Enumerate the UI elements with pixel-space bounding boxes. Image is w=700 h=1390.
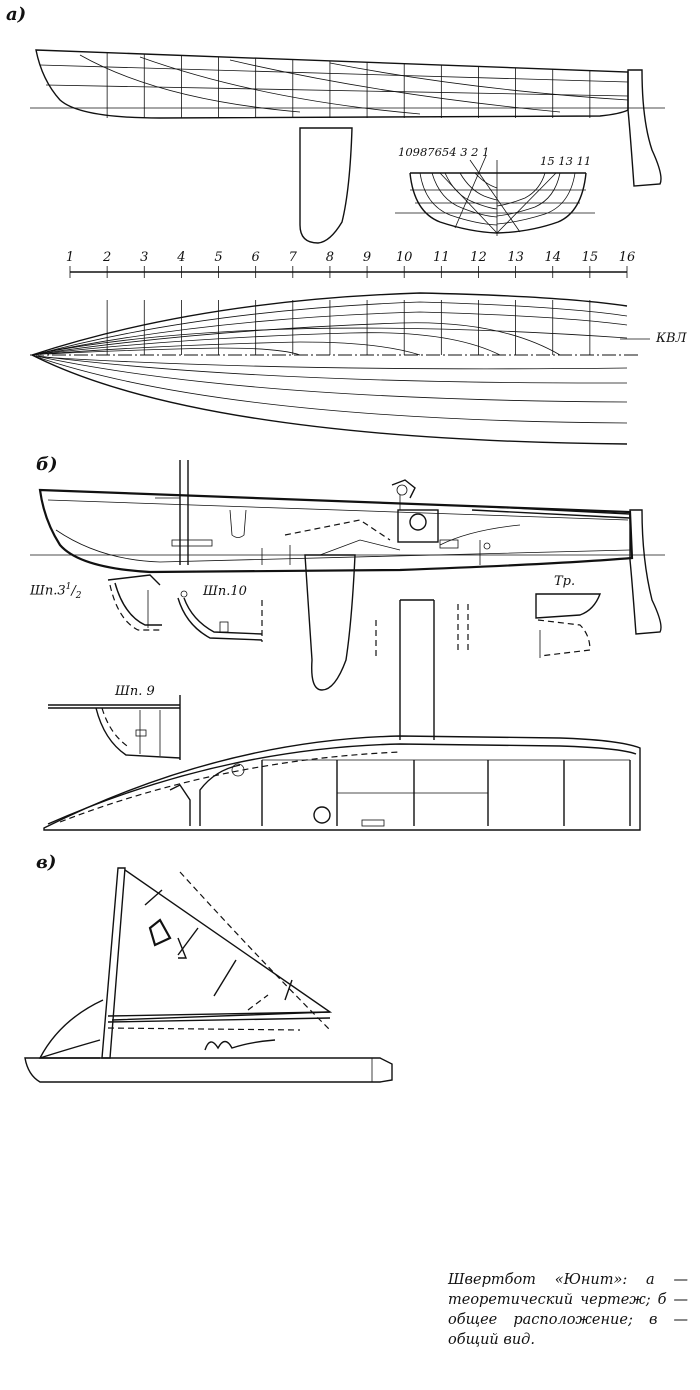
half-breadth-plan <box>30 292 650 445</box>
station-label-16: 16 <box>618 250 636 265</box>
sail-plan <box>24 867 393 1083</box>
station-label-4: 4 <box>177 250 186 265</box>
arrangement-profile <box>30 460 665 691</box>
station-label-7: 7 <box>288 250 297 265</box>
frame-9-label: Шп. 9 <box>115 684 155 699</box>
station-label-12: 12 <box>470 250 487 265</box>
section-v-label: в) <box>36 852 57 873</box>
section-b-label: б) <box>36 454 58 475</box>
station-scale <box>69 266 628 278</box>
body-plan <box>395 155 595 236</box>
station-label-8: 8 <box>325 250 335 265</box>
profile-view <box>30 49 665 244</box>
section-a-label: а) <box>6 4 27 25</box>
station-label-11: 11 <box>433 250 450 265</box>
station-label-13: 13 <box>507 250 524 265</box>
station-label-5: 5 <box>214 250 223 265</box>
station-label-1: 1 <box>65 250 75 265</box>
frame-10-label: Шп.10 <box>203 584 247 599</box>
station-label-14: 14 <box>544 250 561 265</box>
frame-35-sub: 2 <box>75 590 82 601</box>
station-label-9: 9 <box>362 250 372 265</box>
frame-35-sup: 1 <box>65 582 72 592</box>
station-label-15: 15 <box>581 250 599 265</box>
frame-35-prefix: Шп.3 <box>30 583 66 599</box>
station-label-3: 3 <box>140 250 149 265</box>
deck-plan <box>43 695 641 831</box>
figure-caption: Швертбот «Юнит»: а — теоретический черте… <box>448 1272 688 1348</box>
body-plan-left-numbers: 10987654 3 2 1 <box>398 145 490 159</box>
station-label-2: 2 <box>102 250 112 265</box>
transom-label: Тр. <box>554 574 576 589</box>
body-plan-right-numbers: 15 13 11 <box>540 154 592 168</box>
frame-35-label: Шп.31/2 <box>30 582 82 601</box>
station-label-6: 6 <box>251 250 260 265</box>
station-label-10: 10 <box>395 250 413 265</box>
frame-sections <box>107 574 602 740</box>
kvl-label: КВЛ <box>656 331 687 346</box>
